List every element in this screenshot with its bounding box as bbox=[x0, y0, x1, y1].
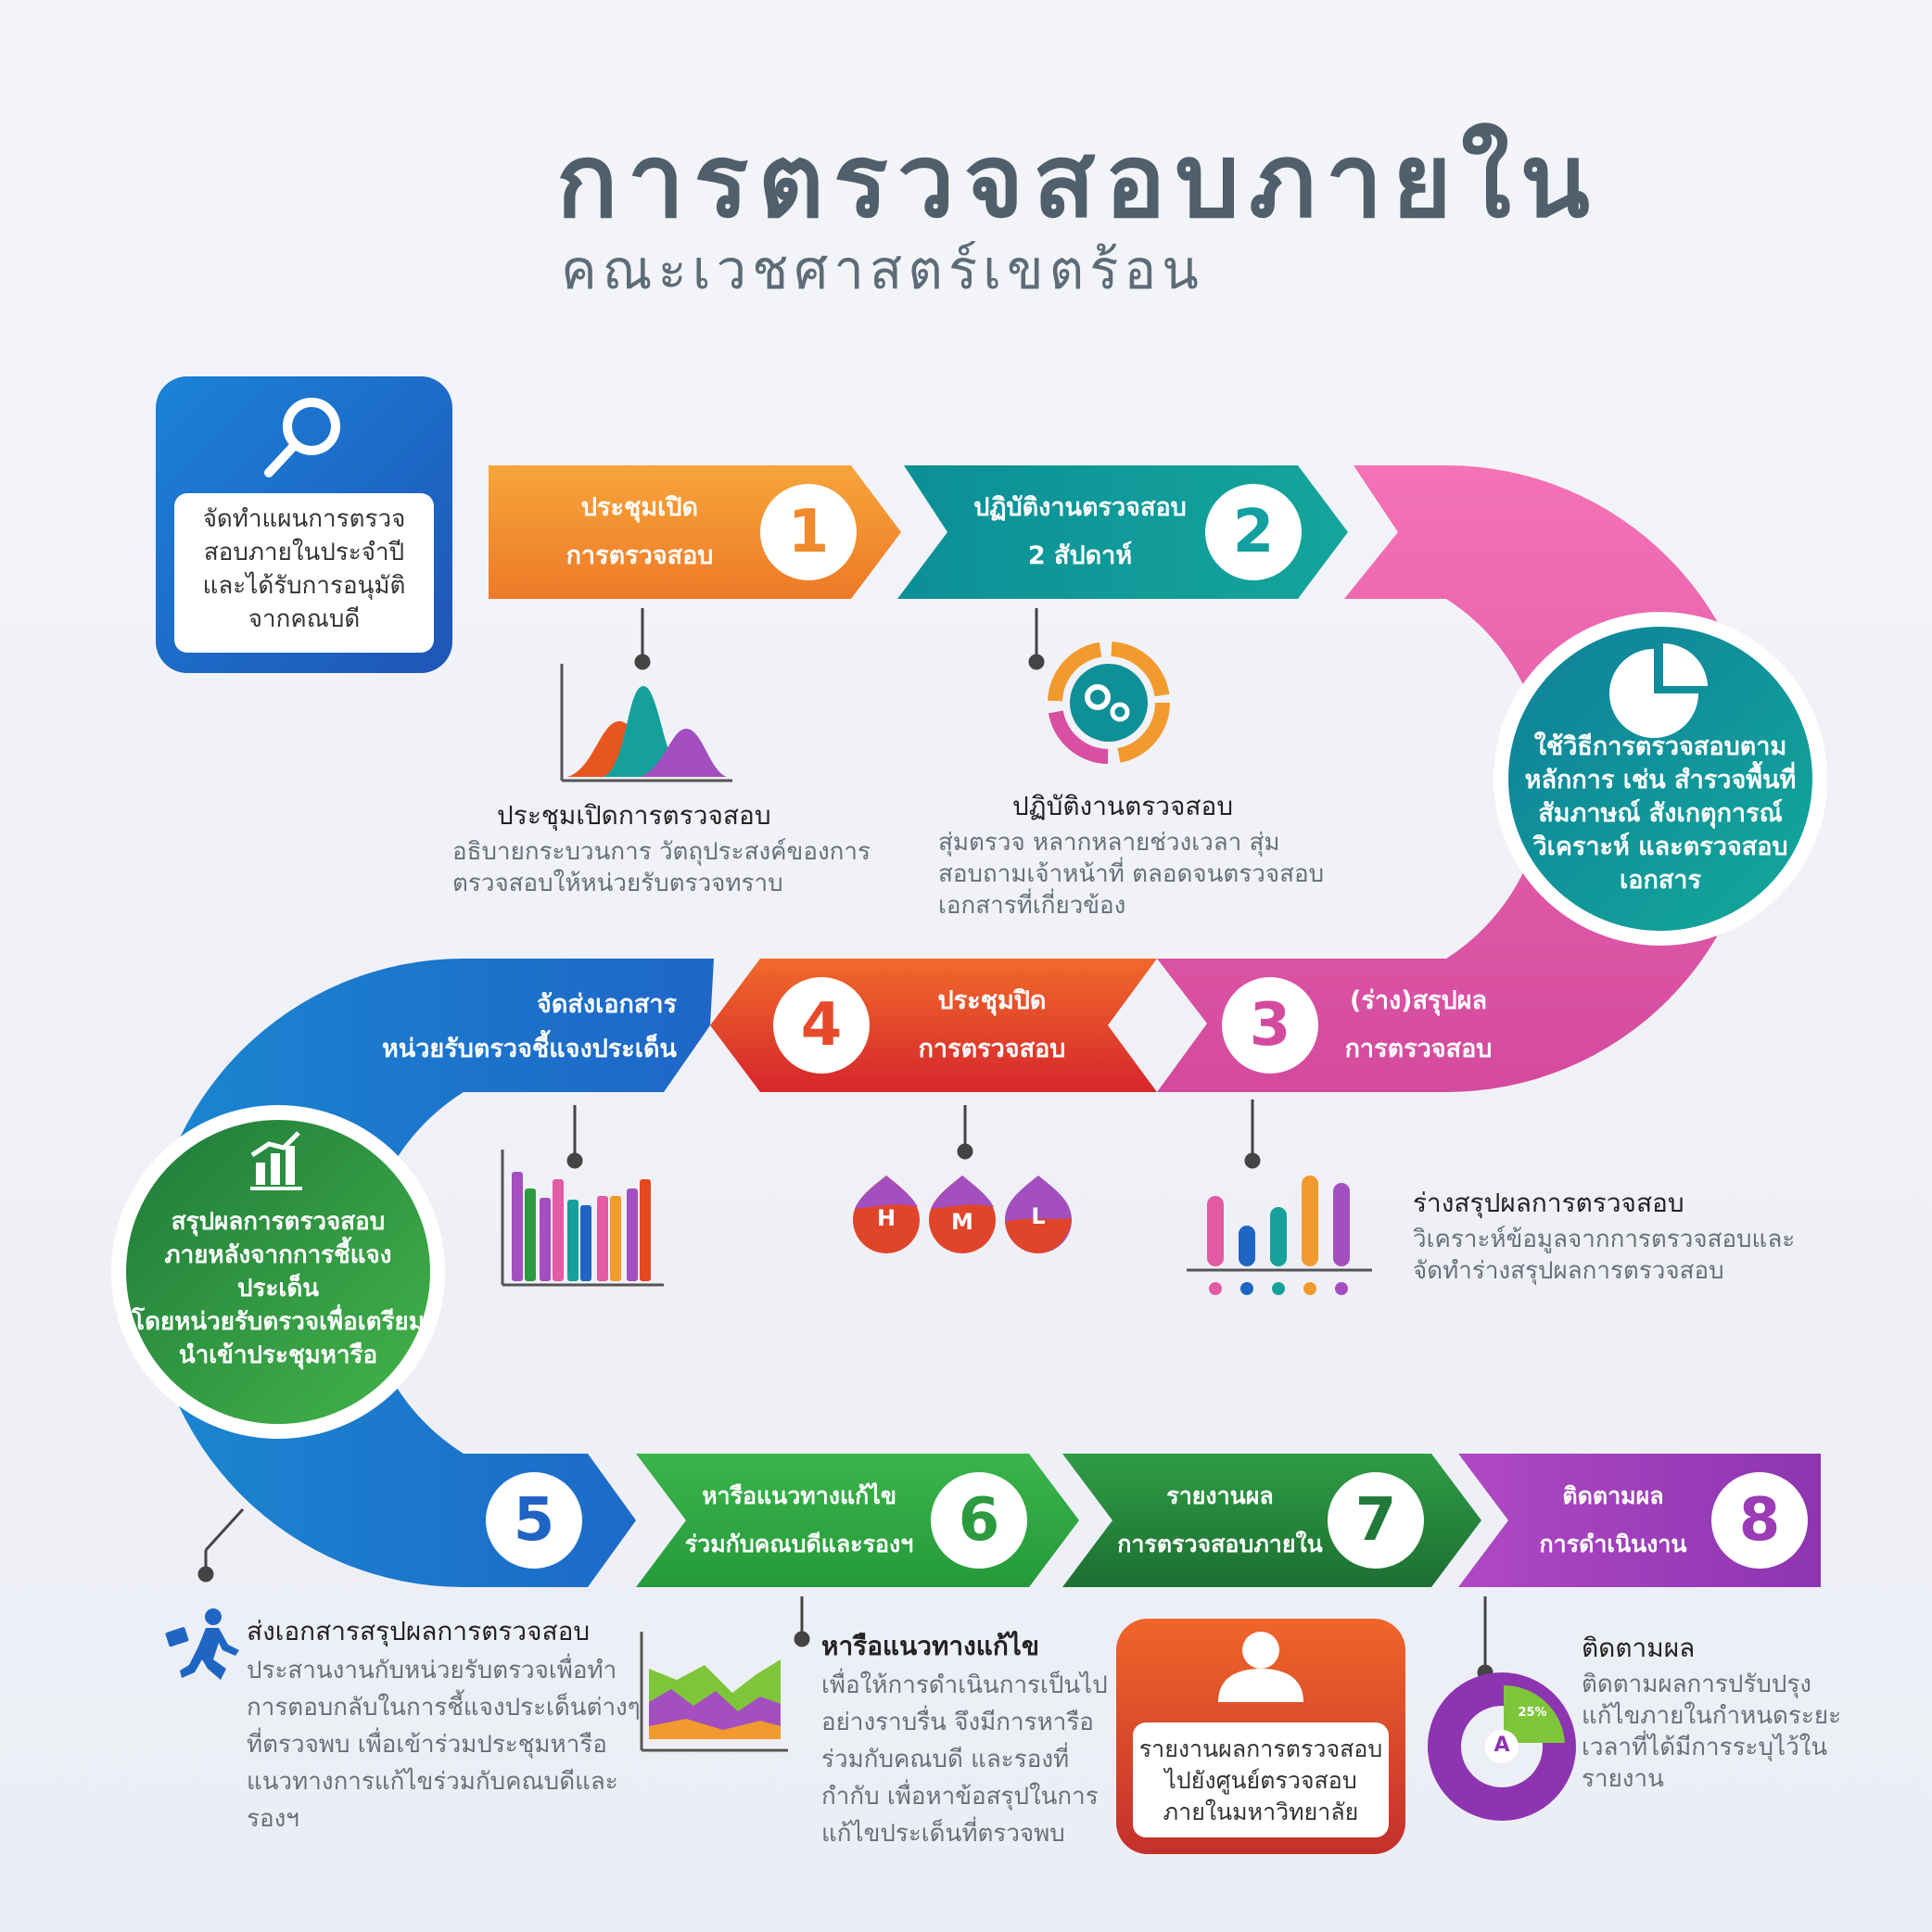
detail-6-title: หารือแนวทางแก้ไข bbox=[821, 1631, 1040, 1661]
drop-label-m: M bbox=[951, 1209, 973, 1235]
detail-3: ร่างสรุปผลการตรวจสอบ วิเคราะห์ข้อมูลจากก… bbox=[1413, 1183, 1802, 1287]
step-6-number: 6 bbox=[931, 1472, 1027, 1569]
drop-icons bbox=[853, 1176, 1072, 1253]
area-chart-icon bbox=[640, 1632, 788, 1752]
detail-2: ปฏิบัติงานตรวจสอบ สุ่มตรวจ หลากหลายช่วงเ… bbox=[938, 786, 1328, 922]
plan-line-1: จัดทำแผนการตรวจ bbox=[202, 505, 406, 533]
pie-chart-icon bbox=[1609, 643, 1708, 738]
plan-box-text: จัดทำแผนการตรวจ สอบภายในประจำปี และได้รั… bbox=[174, 502, 434, 636]
step-7-number: 7 bbox=[1328, 1472, 1424, 1569]
send-band-label: จัดส่งเอกสารหน่วยรับตรวจชี้แจงประเด็น bbox=[382, 990, 677, 1063]
teal-circle-text: ใช้วิธีการตรวจสอบตาม หลักการ เช่น สำรวจพ… bbox=[1524, 732, 1797, 895]
page-subtitle: คณะเวชศาสตร์เขตร้อน bbox=[561, 238, 1204, 301]
growth-chart-icon bbox=[250, 1131, 302, 1190]
step-2-number: 2 bbox=[1205, 484, 1302, 580]
step-4-label: ประชุมปิดการตรวจสอบ bbox=[918, 986, 1066, 1063]
detail-1-title: ประชุมเปิดการตรวจสอบ bbox=[497, 800, 771, 831]
detail-2-title: ปฏิบัติงานตรวจสอบ bbox=[1012, 791, 1234, 821]
magnifier-icon bbox=[264, 398, 340, 477]
plan-line-2: สอบภายในประจำปี bbox=[203, 539, 405, 566]
donut-percent: 25% bbox=[1518, 1706, 1547, 1720]
bar-chart-icon-3 bbox=[1187, 1176, 1372, 1295]
step-3-label: (ร่าง)สรุปผลการตรวจสอบ bbox=[1344, 986, 1493, 1063]
user-icon bbox=[1218, 1632, 1303, 1702]
donut-label: A bbox=[1493, 1734, 1510, 1757]
detail-8-title: ติดตามผล bbox=[1582, 1633, 1696, 1663]
detail-3-title: ร่างสรุปผลการตรวจสอบ bbox=[1413, 1188, 1684, 1218]
step-3-number: 3 bbox=[1222, 977, 1318, 1074]
bar-chart-icon-4 bbox=[501, 1150, 664, 1287]
plan-line-4: จากคณบดี bbox=[248, 605, 361, 633]
gear-cycle-icon bbox=[1048, 642, 1170, 764]
detail-6: หารือแนวทางแก้ไข เพื่อให้การดำเนินการเป็… bbox=[821, 1626, 1109, 1852]
step-7-label: รายงานผลการตรวจสอบภายใน bbox=[1117, 1482, 1323, 1557]
step-5-number: 5 bbox=[486, 1472, 582, 1569]
step-8-label: ติดตามผลการดำเนินงาน bbox=[1539, 1482, 1687, 1557]
plan-line-3: และได้รับการอนุมัติ bbox=[202, 572, 406, 600]
green-circle-text: สรุปผลการตรวจสอบ ภายหลังจากการชี้แจงประเ… bbox=[132, 1208, 425, 1369]
step-8-number: 8 bbox=[1711, 1472, 1808, 1569]
report-box-text: รายงานผลการตรวจสอบไปยังศูนย์ตรวจสอบภายใน… bbox=[1138, 1735, 1383, 1825]
detail-8: ติดตามผล ติดตามผลการปรับปรุงแก้ไขภายในกำ… bbox=[1582, 1628, 1860, 1795]
drop-label-h: H bbox=[876, 1205, 896, 1231]
page-title: การตรวจสอบภายใน bbox=[556, 121, 1599, 240]
detail-1: ประชุมเปิดการตรวจสอบ อธิบายกระบวนการ วัต… bbox=[452, 795, 886, 899]
detail-5: ส่งเอกสารสรุปผลการตรวจสอบ ประสานงานกับหน… bbox=[247, 1611, 655, 1837]
bell-curve-chart-icon bbox=[560, 664, 732, 782]
step-4-number: 4 bbox=[773, 977, 870, 1074]
running-person-icon bbox=[165, 1608, 239, 1680]
step-1-number: 1 bbox=[760, 484, 857, 580]
step-6-label: หารือแนวทางแก้ไขร่วมกับคณบดีและรองฯ bbox=[684, 1482, 914, 1557]
donut-chart-icon bbox=[1428, 1672, 1576, 1821]
step-1-label: ประชุมเปิดการตรวจสอบ bbox=[566, 493, 714, 570]
detail-5-title: ส่งเอกสารสรุปผลการตรวจสอบ bbox=[247, 1616, 591, 1646]
drop-label-l: L bbox=[1031, 1203, 1046, 1229]
